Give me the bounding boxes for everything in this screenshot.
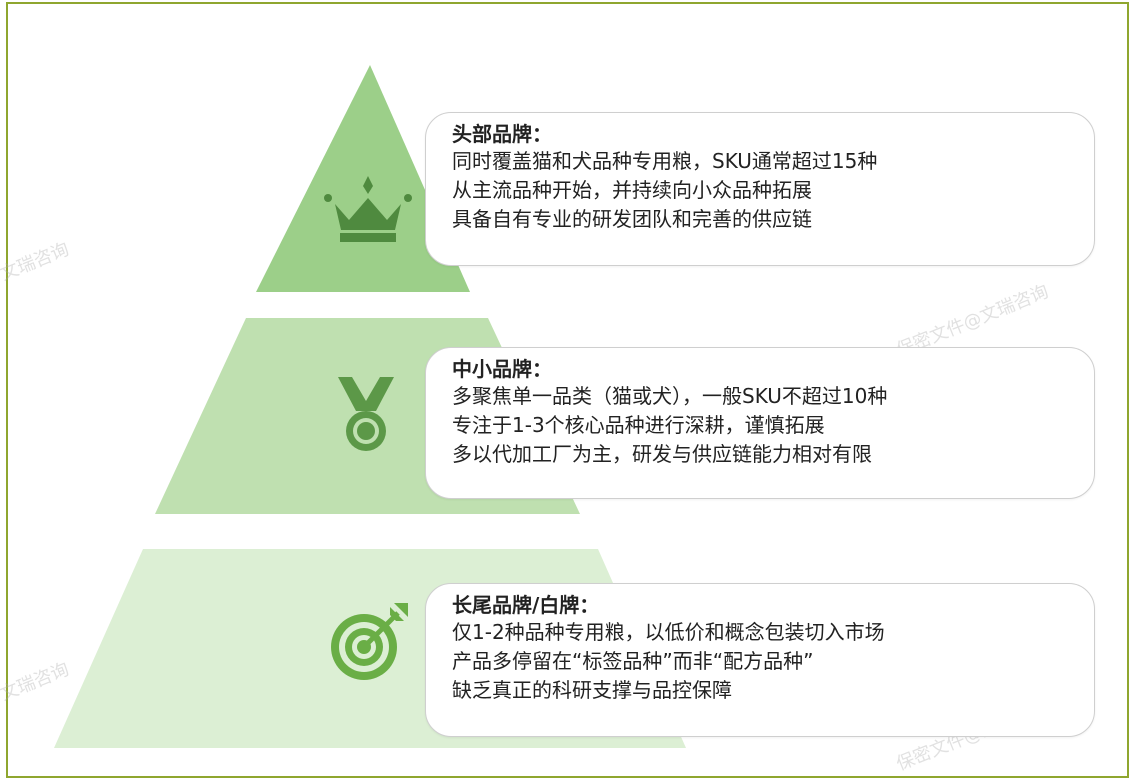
tier-line: 产品多停留在“标签品种”而非“配方品种” (452, 649, 814, 673)
tier-card-top: 头部品牌： 同时覆盖猫和犬品种专用粮，SKU通常超过15种 从主流品种开始，并持… (425, 112, 1095, 266)
tier-title: 长尾品牌/白牌： (452, 593, 600, 617)
tier-line: 同时覆盖猫和犬品种专用粮，SKU通常超过15种 (452, 149, 878, 173)
tier-line: 从主流品种开始，并持续向小众品种拓展 (452, 178, 812, 202)
tier-line: 多聚焦单一品类（猫或犬），一般SKU不超过10种 (452, 384, 888, 408)
tier-title: 头部品牌： (452, 122, 552, 146)
crown-icon (324, 176, 412, 242)
tier-line: 缺乏真正的科研支撑与品控保障 (452, 678, 732, 702)
medal-icon (338, 377, 394, 451)
diagram-frame (6, 2, 1129, 778)
tier-line: 专注于1-3个核心品种进行深耕，谨慎拓展 (452, 413, 825, 437)
tier-title: 中小品牌： (452, 357, 552, 381)
tier-line: 多以代加工厂为主，研发与供应链能力相对有限 (452, 442, 872, 466)
pyramid-tier-top (256, 65, 470, 292)
tier-card-bottom: 长尾品牌/白牌： 仅1-2种品种专用粮，以低价和概念包装切入市场 产品多停留在“… (425, 583, 1095, 737)
tier-line: 具备自有专业的研发团队和完善的供应链 (452, 207, 812, 231)
tier-line: 仅1-2种品种专用粮，以低价和概念包装切入市场 (452, 620, 885, 644)
target-icon (331, 603, 408, 680)
tier-card-middle: 中小品牌： 多聚焦单一品类（猫或犬），一般SKU不超过10种 专注于1-3个核心… (425, 347, 1095, 499)
